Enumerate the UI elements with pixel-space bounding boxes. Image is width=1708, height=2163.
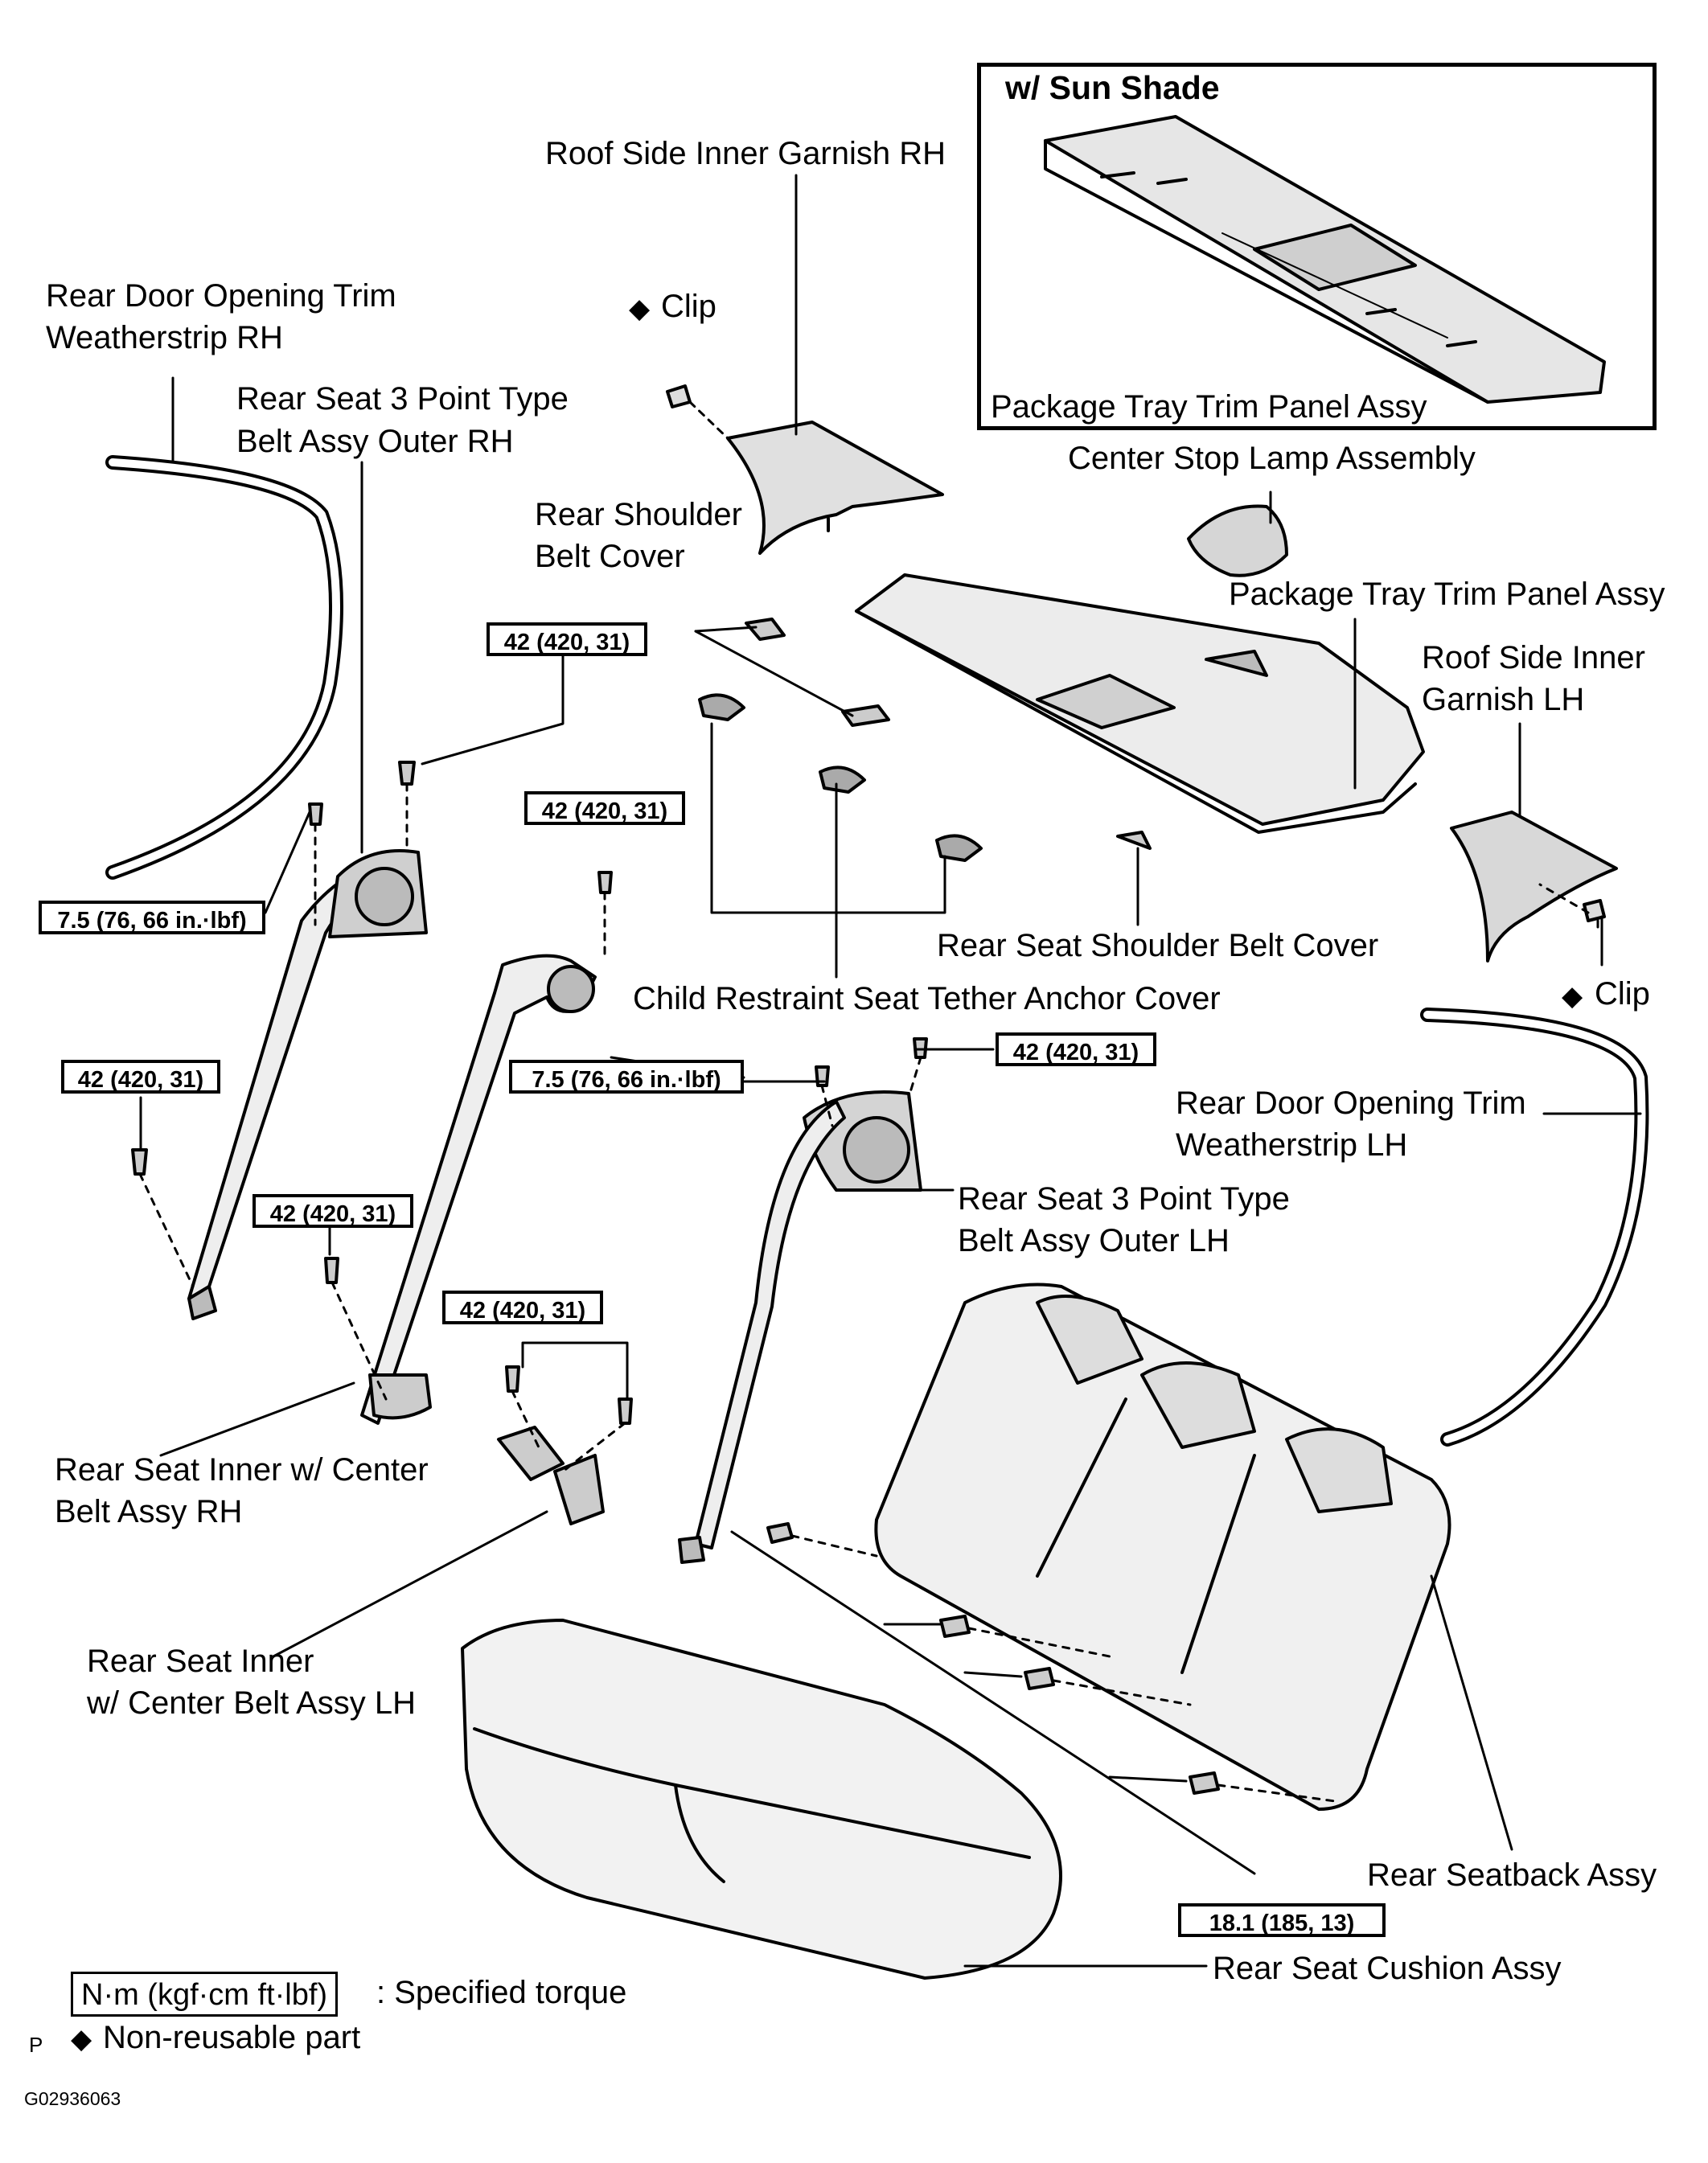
clip-top-drawing <box>666 384 729 440</box>
roof-side-lh-label-1: Roof Side Inner <box>1422 640 1645 675</box>
leader-lines <box>139 174 1642 1968</box>
clip-right-label: Clip <box>1595 976 1650 1012</box>
inner-lh-label-1: Rear Seat Inner <box>87 1644 314 1679</box>
torque-spec-box: 42 (420, 31) <box>996 1032 1156 1066</box>
clip-right-diamond-icon: ◆ <box>1562 981 1583 1012</box>
inner-belt-rh-drawing <box>360 954 597 1425</box>
sun-shade-inset-frame <box>977 63 1657 430</box>
legend-nonreusable-desc: Non-reusable part <box>103 2020 361 2055</box>
shoulder-cover-label-1: Rear Shoulder <box>535 497 742 532</box>
bolts <box>131 761 1220 1795</box>
inner-rh-label-1: Rear Seat Inner w/ Center <box>55 1452 429 1488</box>
outer-belt-lh-drawing <box>678 1090 922 1564</box>
torque-spec-box: 42 (420, 31) <box>487 622 647 656</box>
shoulder-belt-cover-3-drawing <box>1116 831 1152 850</box>
roof-side-garnish-lh-drawing <box>1450 811 1618 962</box>
rear-seat-shoulder-cover-label: Rear Seat Shoulder Belt Cover <box>937 928 1379 963</box>
torque-spec-box: 42 (420, 31) <box>442 1291 603 1324</box>
tether-cover-3-drawing <box>935 834 983 862</box>
outer-rh-label-1: Rear Seat 3 Point Type <box>236 381 569 417</box>
legend-torque-unit-box: N·m (kgf·cm ft·lbf) <box>71 1972 339 2017</box>
inset-title: w/ Sun Shade <box>1005 69 1220 106</box>
legend-diamond-icon: ◆ <box>71 2024 92 2054</box>
inset-package-tray-drawing <box>1044 115 1606 404</box>
outer-belt-rh-drawing <box>187 849 428 1320</box>
tether-cover-2-drawing <box>819 765 866 794</box>
weatherstrip-rh-drawing <box>105 455 343 880</box>
seatback-label: Rear Seatback Assy <box>1367 1857 1657 1893</box>
tether-anchor-label: Child Restraint Seat Tether Anchor Cover <box>633 981 1221 1016</box>
torque-spec-box: 18.1 (185, 13) <box>1178 1903 1386 1937</box>
package-tray-drawing <box>855 573 1425 834</box>
package-tray-label: Package Tray Trim Panel Assy <box>1229 577 1665 612</box>
outer-lh-label-2: Belt Assy Outer LH <box>958 1223 1230 1258</box>
dashed-bolt-paths <box>138 782 1599 1803</box>
seatback-drawing <box>874 1283 1451 1811</box>
roof-side-garnish-rh-drawing <box>726 421 944 555</box>
center-stop-lamp-drawing <box>1187 504 1288 577</box>
cushion-label: Rear Seat Cushion Assy <box>1213 1951 1562 1986</box>
rear-door-lh-label-2: Weatherstrip LH <box>1176 1127 1408 1163</box>
torque-spec-box: 42 (420, 31) <box>253 1194 413 1228</box>
figure-code: G02936063 <box>24 2088 121 2109</box>
inset-package-tray-label: Package Tray Trim Panel Assy <box>991 389 1427 425</box>
outer-rh-label-2: Belt Assy Outer RH <box>236 424 514 459</box>
torque-spec-box: 42 (420, 31) <box>61 1060 220 1094</box>
rear-door-rh-label-1: Rear Door Opening Trim <box>46 278 396 314</box>
rear-door-lh-label-1: Rear Door Opening Trim <box>1176 1086 1526 1121</box>
tether-cover-1-drawing <box>698 693 745 721</box>
roof-side-lh-label-2: Garnish LH <box>1422 682 1585 717</box>
weatherstrip-lh-drawing <box>1420 1008 1649 1447</box>
footer-p: P <box>29 2033 43 2057</box>
shoulder-belt-cover-1-drawing <box>745 618 786 641</box>
outer-lh-label-1: Rear Seat 3 Point Type <box>958 1181 1290 1217</box>
roof-side-rh-label: Roof Side Inner Garnish RH <box>545 136 946 171</box>
shoulder-cover-label-2: Belt Cover <box>535 539 685 574</box>
inner-belt-lh-drawing <box>497 1426 605 1525</box>
legend-torque-desc: : Specified torque <box>376 1975 627 2010</box>
torque-spec-box: 42 (420, 31) <box>524 791 685 825</box>
rear-door-rh-label-2: Weatherstrip RH <box>46 320 283 355</box>
torque-spec-box: 7.5 (76, 66 in.·lbf) <box>39 901 265 934</box>
inner-lh-label-2: w/ Center Belt Assy LH <box>87 1685 417 1721</box>
cushion-drawing <box>461 1619 1062 1980</box>
inner-rh-label-2: Belt Assy RH <box>55 1494 243 1529</box>
torque-spec-box: 7.5 (76, 66 in.·lbf) <box>509 1060 744 1094</box>
clip-top-label: Clip <box>661 289 716 324</box>
clip-top-diamond-icon: ◆ <box>629 293 651 324</box>
center-stop-label: Center Stop Lamp Assembly <box>1068 441 1476 476</box>
shoulder-belt-cover-2-drawing <box>841 704 890 727</box>
